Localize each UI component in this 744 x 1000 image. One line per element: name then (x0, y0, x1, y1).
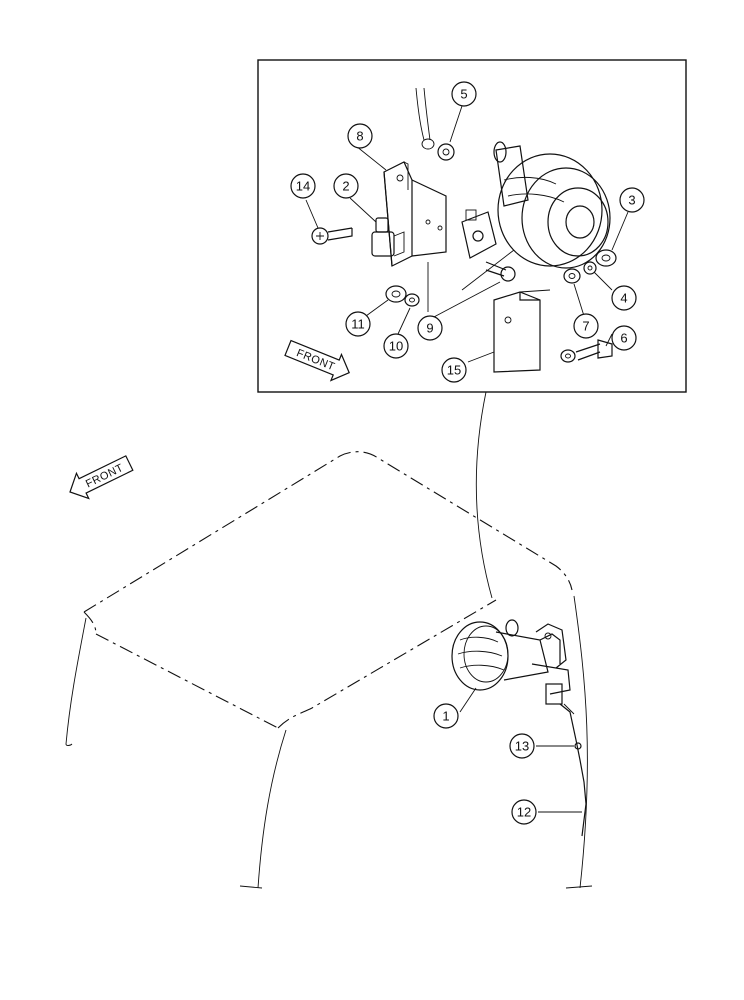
nut-11 (385, 285, 407, 303)
cab-right-pillar (573, 595, 588, 889)
svg-text:3: 3 (628, 193, 635, 208)
callout-5: 5 (451, 81, 477, 107)
horn-wire (415, 87, 425, 141)
svg-text:11: 11 (351, 317, 365, 332)
callout-11: 11 (345, 311, 371, 337)
washer-10 (404, 293, 420, 307)
callout-1: 1 (433, 703, 459, 729)
callout-3: 3 (619, 187, 645, 213)
svg-text:7: 7 (582, 319, 589, 334)
main-view: FRONT (65, 451, 593, 889)
callout-10: 10 (383, 333, 409, 359)
svg-text:4: 4 (620, 291, 627, 306)
bolt-6 (575, 339, 613, 361)
horn-switch (371, 217, 405, 257)
svg-text:6: 6 (620, 331, 627, 346)
star-washer-5 (437, 143, 455, 161)
horn-body (461, 141, 611, 269)
svg-text:9: 9 (426, 321, 433, 336)
callout-8: 8 (347, 123, 373, 149)
svg-text:10: 10 (389, 339, 403, 354)
nut-3 (595, 249, 617, 267)
screw-9 (485, 261, 516, 282)
svg-text:2: 2 (342, 179, 349, 194)
horn-installed (451, 619, 571, 705)
screw-14 (311, 227, 353, 245)
svg-text:8: 8 (356, 129, 363, 144)
wire-harness (559, 703, 587, 837)
washer-7-upper (563, 268, 581, 284)
inset-front-arrow: FRONT (284, 339, 350, 382)
svg-text:14: 14 (296, 179, 310, 194)
callout-9: 9 (417, 315, 443, 341)
main-front-arrow: FRONT (69, 455, 134, 500)
detail-leader-line (475, 391, 493, 599)
callout-6: 6 (611, 325, 637, 351)
horn-bracket (383, 161, 447, 267)
callout-14: 14 (290, 173, 316, 199)
cab-roof-outline (83, 451, 573, 613)
harness-connector (574, 742, 582, 750)
svg-text:13: 13 (515, 739, 529, 754)
callout-7: 7 (573, 313, 599, 339)
svg-text:12: 12 (517, 805, 531, 820)
inset-frame (257, 59, 687, 393)
bracket-15 (493, 291, 541, 373)
washer-7-lower (560, 349, 576, 363)
callout-4: 4 (611, 285, 637, 311)
lock-washer-4 (583, 261, 597, 275)
callout-13: 13 (509, 733, 535, 759)
svg-text:1: 1 (442, 709, 449, 724)
svg-text:5: 5 (460, 87, 467, 102)
cab-center-pillar (257, 729, 287, 889)
svg-text:15: 15 (447, 363, 461, 378)
cab-left-pillar (65, 617, 87, 745)
callout-15: 15 (441, 357, 467, 383)
callout-2: 2 (333, 173, 359, 199)
callout-12: 12 (511, 799, 537, 825)
